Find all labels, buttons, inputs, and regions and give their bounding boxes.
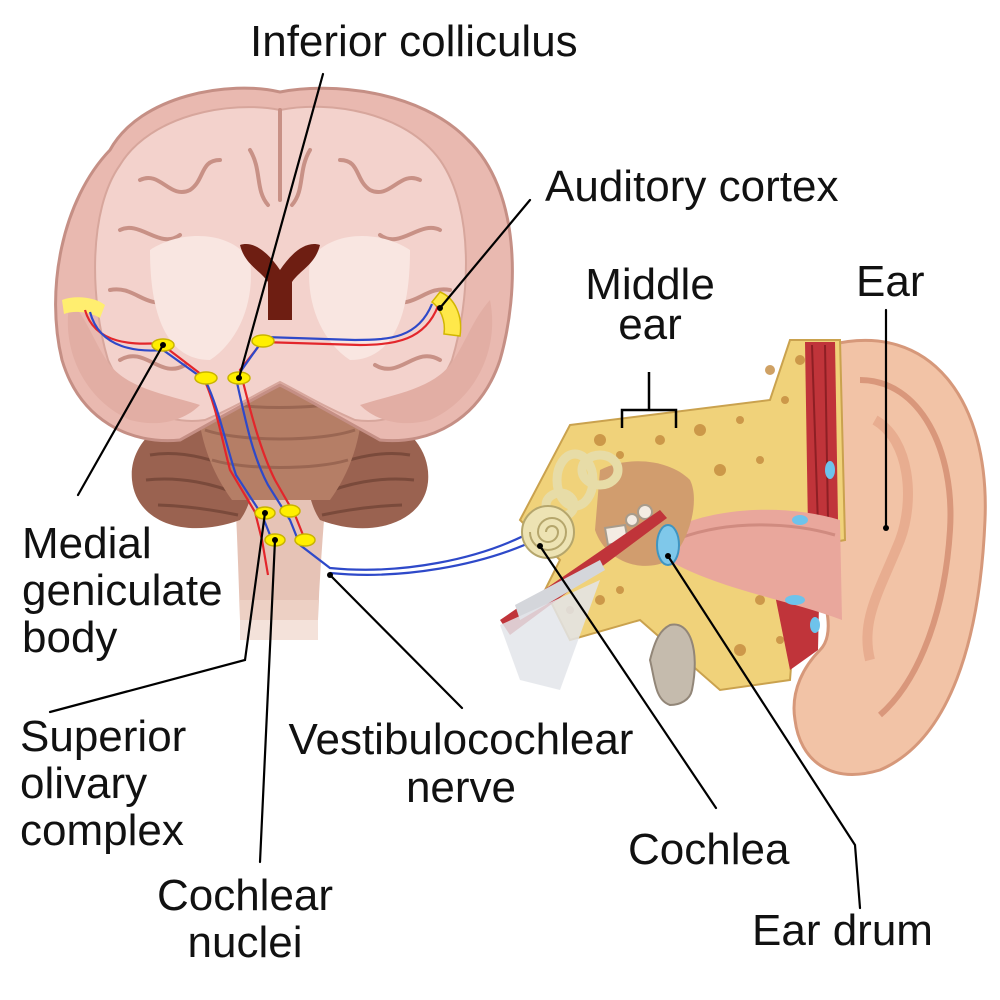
ear-canal: [668, 509, 842, 620]
leader-medial-geniculate: [76, 343, 165, 497]
leader-auditory-cortex: [438, 198, 532, 310]
label-text: Ear drum: [752, 906, 933, 955]
label-text: Superior: [20, 712, 187, 761]
pons: [197, 385, 363, 500]
label-text: Medial: [22, 519, 152, 568]
label-inferior-colliculus: Inferior colliculus: [250, 18, 578, 66]
leader-vestibulocochlear: [328, 573, 464, 710]
label-text: Cochlea: [628, 825, 790, 874]
leader-ear-drum: [666, 554, 862, 910]
medial-geniculate-right: [251, 334, 275, 348]
cochlear-nucleus-right: [294, 533, 316, 547]
label-text: nuclei: [187, 918, 303, 967]
inferior-colliculus-left: [194, 371, 218, 385]
semicircular-canal-2: [577, 450, 623, 490]
label-text: geniculate: [22, 566, 223, 615]
label-text: nerve: [405, 763, 517, 812]
label-text: Cochlear: [156, 871, 334, 920]
lateral-ventricles: [240, 244, 320, 320]
label-ear-drum: Ear drum: [752, 907, 933, 955]
label-medial-geniculate-body: Medial geniculate body: [22, 520, 223, 661]
label-vestibulocochlear-nerve: Vestibulocochlear nerve: [266, 716, 656, 812]
label-text: Middle: [585, 260, 715, 309]
malleus: [637, 504, 653, 520]
label-text: complex: [20, 806, 184, 855]
ear-drum: [656, 524, 680, 566]
label-superior-olivary-complex: Superior olivary complex: [20, 713, 186, 854]
label-middle-ear: Middle ear: [560, 260, 740, 349]
label-text: olivary: [20, 759, 148, 808]
incus: [625, 513, 639, 527]
middle-ear-bracket: [620, 372, 678, 428]
leader-cochlea: [538, 544, 718, 810]
leader-inferior-colliculus: [237, 72, 325, 380]
label-cochlear-nuclei: Cochlear nuclei: [140, 872, 350, 966]
label-text: Vestibulocochlear: [288, 715, 634, 764]
pathway-blue-right: [234, 303, 536, 571]
auditory-cortex-left: [62, 297, 105, 318]
cochlea: [521, 505, 575, 559]
label-text: Inferior colliculus: [250, 17, 578, 66]
styloid-process: [648, 623, 696, 707]
label-text: ear: [618, 300, 682, 349]
pathway-red-right: [238, 305, 440, 541]
leader-superior-olivary: [48, 511, 267, 714]
label-text: Auditory cortex: [545, 162, 839, 211]
leader-cochlear-nuclei: [258, 538, 277, 864]
superior-olivary-right: [279, 504, 301, 518]
label-ear: Ear: [856, 258, 924, 306]
label-text: Ear: [856, 257, 925, 306]
label-cochlea: Cochlea: [628, 826, 789, 874]
ear: [500, 338, 987, 776]
brain: [54, 86, 541, 640]
label-auditory-cortex: Auditory cortex: [545, 163, 838, 211]
label-text: body: [22, 613, 118, 662]
